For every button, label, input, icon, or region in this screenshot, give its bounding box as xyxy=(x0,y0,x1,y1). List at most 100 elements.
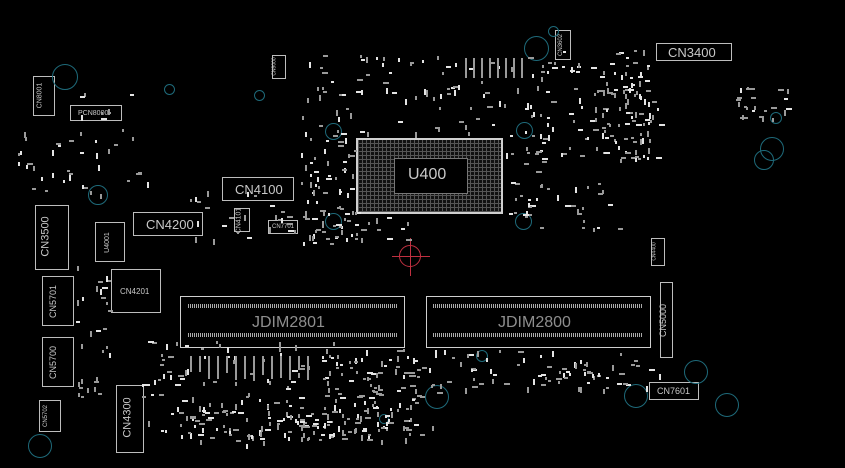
cn3400-outline[interactable] xyxy=(656,43,732,61)
component-pad xyxy=(336,367,339,369)
cn9000-outline[interactable] xyxy=(272,55,286,79)
u400-die xyxy=(394,158,468,194)
component-pad xyxy=(320,67,323,69)
component-pad xyxy=(81,344,83,349)
via-ring xyxy=(624,384,648,408)
component-pad xyxy=(27,163,33,165)
component-pad xyxy=(576,71,580,73)
component-pad xyxy=(453,86,458,88)
component-pad xyxy=(292,370,298,372)
component-pad xyxy=(477,351,479,357)
component-pad xyxy=(444,350,446,355)
component-pad xyxy=(597,227,600,229)
component-pad xyxy=(378,372,383,374)
cn3500-outline[interactable] xyxy=(35,205,69,270)
component-pad xyxy=(504,383,510,385)
cn8001-outline[interactable] xyxy=(33,76,55,116)
component-pad xyxy=(315,184,317,187)
cn7601-outline[interactable] xyxy=(649,382,699,400)
component-pad xyxy=(646,386,648,392)
component-pad xyxy=(492,124,495,126)
component-pad xyxy=(333,433,335,437)
cn4201-outline[interactable] xyxy=(111,269,161,313)
component-pad xyxy=(224,431,227,433)
component-pad xyxy=(350,367,353,369)
component-pad xyxy=(578,129,583,131)
component-pad xyxy=(597,90,599,93)
component-pad xyxy=(403,426,405,431)
u400-cpu-outline[interactable] xyxy=(356,138,503,214)
component-pad xyxy=(629,88,631,93)
component-pad xyxy=(267,379,269,383)
component-pad xyxy=(786,108,792,110)
cn4200-outline[interactable] xyxy=(133,212,203,236)
cn4300-outline[interactable] xyxy=(116,385,144,453)
component-pad xyxy=(580,360,582,364)
component-pad xyxy=(322,221,324,227)
cn5700-outline[interactable] xyxy=(42,337,74,387)
component-pad xyxy=(299,397,305,399)
component-pad xyxy=(406,239,412,241)
component-pad xyxy=(528,57,534,59)
component-pad xyxy=(598,183,601,185)
cn8001-label: CN8001 xyxy=(36,82,44,109)
component-pad xyxy=(362,430,367,432)
component-pad xyxy=(547,123,549,127)
component-pad xyxy=(422,60,424,63)
cn4101-outline[interactable] xyxy=(234,208,250,232)
component-pad xyxy=(447,381,452,383)
component-pad xyxy=(267,405,269,409)
component-pad xyxy=(260,438,265,440)
component-pad xyxy=(515,198,517,201)
cn7701-outline[interactable] xyxy=(268,220,298,234)
component-pad xyxy=(332,411,338,413)
component-pad xyxy=(543,138,548,140)
component-pad xyxy=(103,328,107,330)
component-pad xyxy=(310,162,313,164)
component-pad xyxy=(532,135,535,137)
component-pad xyxy=(410,62,412,66)
component-pad xyxy=(625,94,627,99)
component-pad xyxy=(309,235,311,241)
component-pad xyxy=(398,121,403,123)
component-pad xyxy=(382,63,384,67)
component-pad xyxy=(528,206,532,208)
component-pad xyxy=(326,349,328,354)
component-pad xyxy=(181,435,183,439)
cn5701-outline[interactable] xyxy=(42,276,74,326)
component-pad xyxy=(634,50,637,52)
jdim2800-outline[interactable] xyxy=(426,296,651,348)
component-pad xyxy=(347,193,349,198)
u4001-outline[interactable] xyxy=(95,222,125,262)
cn4101-label: CN4101 xyxy=(235,207,243,234)
component-pad xyxy=(291,381,296,383)
component-pad xyxy=(337,207,341,209)
component-pad xyxy=(640,72,642,78)
cn3602-outline[interactable] xyxy=(555,30,571,60)
cn5702-outline[interactable] xyxy=(39,400,61,432)
component-pad xyxy=(313,234,315,239)
component-pad xyxy=(197,201,201,203)
component-pad xyxy=(446,66,451,68)
component-pad xyxy=(635,150,637,155)
component-pad xyxy=(114,144,118,146)
pcn8000-outline[interactable] xyxy=(70,105,122,121)
component-pad xyxy=(631,116,633,119)
jdim2801-outline[interactable] xyxy=(180,296,405,348)
cn5000-outline[interactable] xyxy=(660,282,673,358)
component-pad xyxy=(554,62,556,65)
cn4100-label: CN4100 xyxy=(235,182,283,197)
component-pad xyxy=(642,138,644,144)
component-pad xyxy=(335,388,339,390)
component-pad xyxy=(106,346,108,349)
component-pad xyxy=(280,356,282,378)
component-pad xyxy=(614,94,616,98)
component-pad xyxy=(639,81,641,87)
component-pad xyxy=(344,421,346,425)
component-pad xyxy=(366,350,368,356)
cn4100-outline[interactable] xyxy=(222,177,294,201)
cn4400-outline[interactable] xyxy=(651,238,665,266)
component-pad xyxy=(580,155,585,157)
component-pad xyxy=(439,107,441,110)
